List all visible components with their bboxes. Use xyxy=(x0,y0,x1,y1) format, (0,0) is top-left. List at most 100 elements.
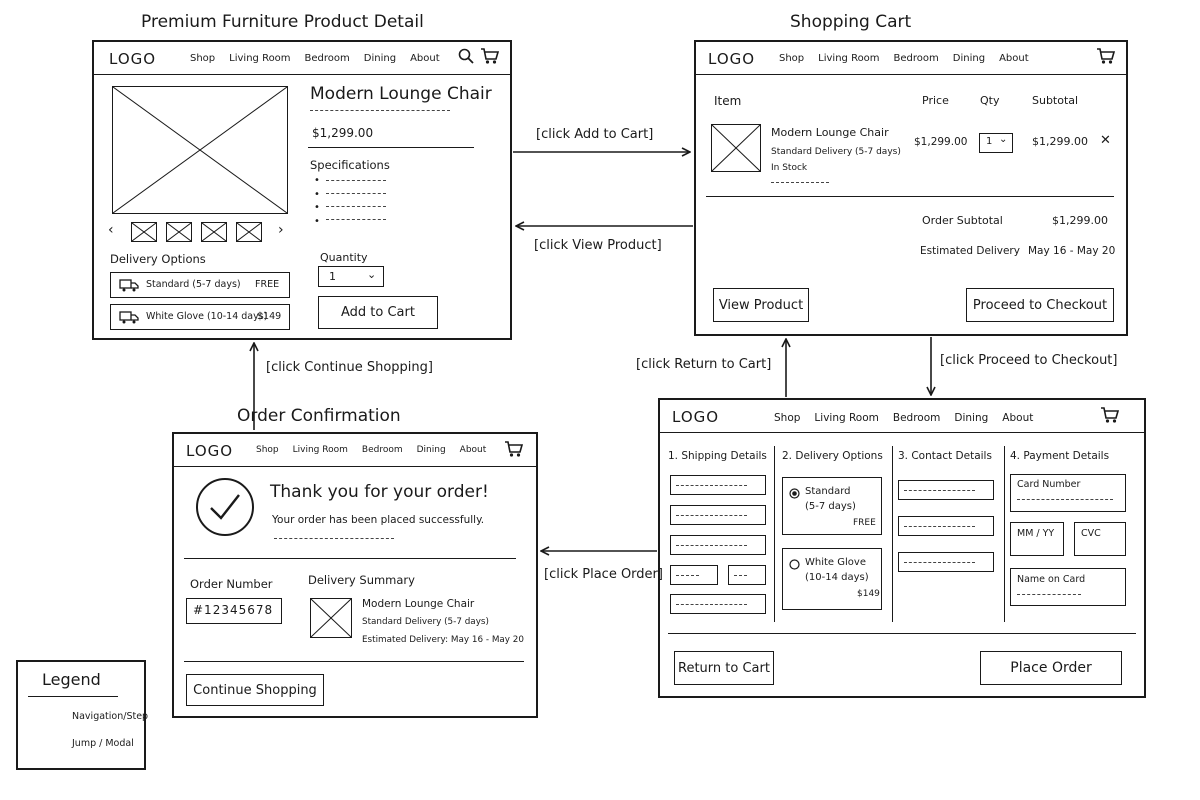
cart-header-price: Price xyxy=(922,94,949,107)
confirmation-item-delivery: Standard Delivery (5-7 days) xyxy=(362,617,489,627)
nav-shop[interactable]: Shop xyxy=(774,412,801,424)
nav-living-room[interactable]: Living Room xyxy=(292,445,348,455)
arrow-label-return-to-cart: [click Return to Cart] xyxy=(636,357,772,372)
nav-dining[interactable]: Dining xyxy=(954,412,989,424)
shipping-field[interactable] xyxy=(670,475,766,495)
nav-living-room[interactable]: Living Room xyxy=(814,412,879,424)
product-main-image xyxy=(112,86,288,214)
legend-solid-label: Navigation/Step xyxy=(72,711,149,722)
checkout-frame: LOGO Shop Living Room Bedroom Dining Abo… xyxy=(658,398,1146,698)
column-divider xyxy=(1004,446,1005,622)
logo[interactable]: LOGO xyxy=(672,408,720,426)
return-to-cart-button[interactable]: Return to Cart xyxy=(674,651,774,685)
name-on-card-field[interactable]: Name on Card xyxy=(1010,568,1126,606)
nav-bedroom[interactable]: Bedroom xyxy=(304,53,350,64)
nav-bedroom[interactable]: Bedroom xyxy=(892,412,941,424)
delivery-option-standard[interactable]: Standard (5-7 days) FREE xyxy=(110,272,290,298)
nav-shop[interactable]: Shop xyxy=(256,445,279,455)
shipping-field[interactable] xyxy=(670,594,766,614)
delivery-summary-label: Delivery Summary xyxy=(308,573,415,587)
nav-living-room[interactable]: Living Room xyxy=(818,53,880,64)
continue-shopping-button[interactable]: Continue Shopping xyxy=(186,674,324,706)
proceed-to-checkout-button[interactable]: Proceed to Checkout xyxy=(966,288,1114,322)
nav-bar: LOGO Shop Living Room Bedroom Dining Abo… xyxy=(696,42,1126,75)
delivery-standard-label: Standard (5-7 days) xyxy=(146,279,241,290)
spec-line xyxy=(326,176,386,181)
contact-field[interactable] xyxy=(898,552,994,572)
remove-item-icon[interactable]: ✕ xyxy=(1100,133,1111,148)
delivery-option-white-glove[interactable]: White Glove (10-14 days) $149 xyxy=(110,304,290,330)
shipping-field[interactable] xyxy=(670,565,718,585)
confirmation-estimated-delivery: Estimated Delivery: May 16 - May 20 xyxy=(362,635,524,645)
column-divider xyxy=(892,446,893,622)
nav-dining[interactable]: Dining xyxy=(416,445,446,455)
nav-about[interactable]: About xyxy=(999,53,1029,64)
radio-unselected-icon xyxy=(789,559,800,570)
place-order-button[interactable]: Place Order xyxy=(980,651,1122,685)
cvc-label: CVC xyxy=(1081,528,1101,539)
cart-icon[interactable] xyxy=(1096,47,1116,65)
contact-field[interactable] xyxy=(898,480,994,500)
chevron-right-icon[interactable]: › xyxy=(278,222,284,238)
logo[interactable]: LOGO xyxy=(186,442,234,460)
nav-bedroom[interactable]: Bedroom xyxy=(361,445,403,455)
thumbnail[interactable] xyxy=(236,222,262,242)
card-number-field[interactable]: Card Number xyxy=(1010,474,1126,512)
view-product-button[interactable]: View Product xyxy=(713,288,809,322)
delivery-option-standard[interactable]: Standard (5-7 days) FREE xyxy=(782,477,882,535)
shopping-cart-frame: LOGO Shop Living Room Bedroom Dining Abo… xyxy=(694,40,1128,336)
section-contact-details: 3. Contact Details xyxy=(898,450,992,462)
nav-shop[interactable]: Shop xyxy=(779,53,805,64)
shipping-field[interactable] xyxy=(728,565,766,585)
standard-label: Standard xyxy=(805,486,851,497)
white-glove-days: (10-14 days) xyxy=(805,572,869,583)
delivery-options-heading: Delivery Options xyxy=(110,252,206,266)
search-icon[interactable] xyxy=(458,48,474,64)
divider xyxy=(184,558,516,559)
nav-about[interactable]: About xyxy=(459,445,487,455)
thumbnail[interactable] xyxy=(166,222,192,242)
section-payment-details: 4. Payment Details xyxy=(1010,450,1110,462)
nav-dining[interactable]: Dining xyxy=(363,53,397,64)
chevron-left-icon[interactable]: ‹ xyxy=(108,222,114,238)
truck-icon xyxy=(119,311,139,324)
add-to-cart-button[interactable]: Add to Cart xyxy=(318,296,438,329)
product-price: $1,299.00 xyxy=(312,126,374,140)
order-number-label: Order Number xyxy=(190,577,273,591)
logo[interactable]: LOGO xyxy=(708,50,756,68)
estimated-delivery-value: May 16 - May 20 xyxy=(1028,245,1116,257)
quantity-select[interactable]: 1 ⌄ xyxy=(318,266,384,287)
nav-about[interactable]: About xyxy=(410,53,440,64)
cvc-field[interactable]: CVC xyxy=(1074,522,1126,556)
contact-field[interactable] xyxy=(898,516,994,536)
nav-shop[interactable]: Shop xyxy=(190,53,216,64)
expiry-field[interactable]: MM / YY xyxy=(1010,522,1064,556)
shipping-field[interactable] xyxy=(670,505,766,525)
thumbnail[interactable] xyxy=(131,222,157,242)
product-name: Modern Lounge Chair xyxy=(310,84,492,104)
logo[interactable]: LOGO xyxy=(109,50,157,68)
confirmation-item-name: Modern Lounge Chair xyxy=(362,598,475,610)
delivery-option-white-glove[interactable]: White Glove (10-14 days) $149 xyxy=(782,548,882,610)
divider xyxy=(668,633,1136,634)
estimated-delivery-label: Estimated Delivery xyxy=(920,245,1020,257)
nav-dining[interactable]: Dining xyxy=(952,53,986,64)
cart-icon[interactable] xyxy=(1100,406,1120,424)
white-glove-price: $149 xyxy=(857,589,880,599)
legend-box: Legend Navigation/Step Jump / Modal xyxy=(16,660,149,770)
placeholder-line xyxy=(1017,495,1113,500)
squiggle xyxy=(310,106,450,111)
divider xyxy=(184,661,524,662)
specifications-heading: Specifications xyxy=(310,158,390,172)
nav-about[interactable]: About xyxy=(1002,412,1034,424)
nav-living-room[interactable]: Living Room xyxy=(229,53,291,64)
shipping-field[interactable] xyxy=(670,535,766,555)
cart-icon[interactable] xyxy=(480,47,500,65)
confirmation-item-image xyxy=(310,598,352,638)
cart-qty-select[interactable]: 1 ⌄ xyxy=(979,133,1013,153)
thumbnail[interactable] xyxy=(201,222,227,242)
cart-icon[interactable] xyxy=(504,440,524,458)
nav-bedroom[interactable]: Bedroom xyxy=(893,53,939,64)
chevron-down-icon: ⌄ xyxy=(999,134,1008,145)
